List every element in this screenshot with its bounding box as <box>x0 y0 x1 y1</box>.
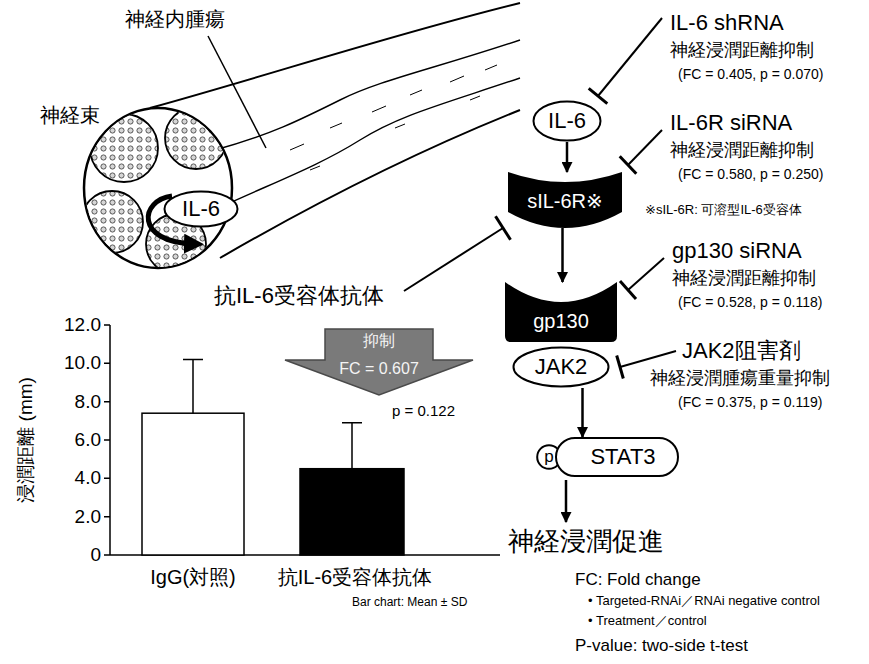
fascicles <box>81 107 227 274</box>
error-bar <box>342 423 362 469</box>
ellipse-outline <box>514 348 609 387</box>
inhibition-bar <box>620 156 637 173</box>
ellipse-outline <box>534 102 601 141</box>
effect-label: 神経浸潤距離抑制 <box>670 40 814 61</box>
part-label: 神経束 <box>40 104 100 127</box>
p-value-label: p = 0.122 <box>392 402 455 419</box>
effect-label: 神経浸潤腫瘍重量抑制 <box>650 368 830 389</box>
pathway-arrow <box>561 228 564 282</box>
inhibition-line <box>620 130 662 174</box>
cytokine-ellipse: IL-6 <box>163 190 239 228</box>
fascicle <box>90 114 158 182</box>
axis-tick-label: 0 <box>90 544 101 566</box>
axis-tick-label: 4.0 <box>75 467 101 489</box>
inhibition-bar <box>620 281 636 299</box>
inhibition-stem <box>598 18 662 96</box>
statistics-label: (FC = 0.528, p = 0.118) <box>678 294 823 310</box>
kinase-ellipse: JAK2 <box>512 346 610 388</box>
category-label: IgG(対照) <box>150 566 236 589</box>
nerve-fill <box>150 3 520 258</box>
treatment-label: IL-6R siRNA <box>670 110 792 135</box>
legend-note: P-value: two-side t-test <box>575 636 748 656</box>
treatment-label: JAK2阻害剤 <box>682 338 801 363</box>
inhibition-line <box>404 216 511 291</box>
category-label: 抗IL-6受容体抗体 <box>278 566 432 589</box>
chart-note: Bar chart: Mean ± SD <box>352 596 467 610</box>
effect-arrow: 抑制 FC = 0.607 <box>283 327 475 397</box>
footnote: ※sIL-6R: 可溶型IL-6受容体 <box>645 203 802 218</box>
inhibition-bar <box>589 88 608 103</box>
protein-box: STAT3 <box>555 437 679 477</box>
axis-tick-label: 2.0 <box>75 506 101 528</box>
pathway-arrow <box>581 388 584 437</box>
inhibition-bar <box>496 216 511 240</box>
node-text: 抑制 <box>363 332 395 350</box>
effect-label: 神経浸潤距離抑制 <box>672 268 816 289</box>
inhibition-line <box>620 258 664 299</box>
legend-note: • Targeted-RNAi／RNAi negative control <box>588 594 820 609</box>
pathway-arrow <box>566 142 569 172</box>
statistics-label: (FC = 0.405, p = 0.070) <box>678 66 824 82</box>
inhibition-stem <box>404 228 503 291</box>
ellipse-outline <box>165 192 238 227</box>
axis-tick-label: 8.0 <box>75 391 101 413</box>
arrow-outline <box>285 329 473 395</box>
legend-note: FC: Fold change <box>575 570 701 590</box>
receptor-fill <box>508 172 622 228</box>
axis-ticks <box>104 325 110 555</box>
cytokine-ellipse: IL-6 <box>532 100 602 142</box>
control-bar <box>142 413 244 555</box>
pathway-arrow <box>565 480 568 522</box>
node-text: FC = 0.607 <box>339 360 419 378</box>
axis-tick-label: 12.0 <box>64 314 101 336</box>
inhibition-line <box>589 18 662 104</box>
nerve-trunk <box>150 3 520 258</box>
treatment-label: gp130 siRNA <box>672 238 802 263</box>
outcome-label: 神経浸潤促進 <box>508 527 664 557</box>
receptor-shape: sIL-6R※ <box>508 172 622 228</box>
treatment-label: 抗IL-6受容体抗体 <box>214 283 384 308</box>
treatment-bar <box>300 469 404 555</box>
node-text: sIL-6R※ <box>527 190 603 213</box>
axis-tick-label: 10.0 <box>64 352 101 374</box>
inhibition-bar <box>617 356 624 379</box>
leader-line <box>208 36 266 148</box>
legend-note: • Treatment／control <box>588 614 707 629</box>
effect-label: 神経浸潤距離抑制 <box>670 140 814 161</box>
inhibition-stem <box>620 351 676 367</box>
fascicle <box>165 107 227 169</box>
error-bar <box>183 360 203 414</box>
bar-chart <box>104 325 500 555</box>
tumor-edge <box>215 40 520 150</box>
node-text: IL-6 <box>548 108 586 133</box>
axis-title: 浸潤距離 (mm) <box>15 377 37 503</box>
node-text: p <box>544 447 553 467</box>
tumor-edge <box>225 78 520 205</box>
nerve-edge <box>220 110 520 258</box>
part-label: 神経内腫瘍 <box>125 8 225 31</box>
node-text: STAT3 <box>590 444 655 469</box>
treatment-label: IL-6 shRNA <box>670 10 784 35</box>
axis-tick-label: 6.0 <box>75 429 101 451</box>
node-text: gp130 <box>533 310 589 333</box>
statistics-label: (FC = 0.375, p = 0.119) <box>678 394 823 410</box>
node-text: JAK2 <box>535 354 588 379</box>
receptor-fill <box>505 282 617 342</box>
inhibition-stem <box>628 130 662 165</box>
fascicle <box>81 191 143 253</box>
rounded-outline <box>556 438 678 476</box>
receptor-shape: gp130 <box>505 282 617 342</box>
statistics-label: (FC = 0.580, p = 0.250) <box>678 166 824 182</box>
inhibition-stem <box>628 258 664 290</box>
tumor-texture <box>290 65 497 170</box>
node-text: IL-6 <box>182 196 220 221</box>
